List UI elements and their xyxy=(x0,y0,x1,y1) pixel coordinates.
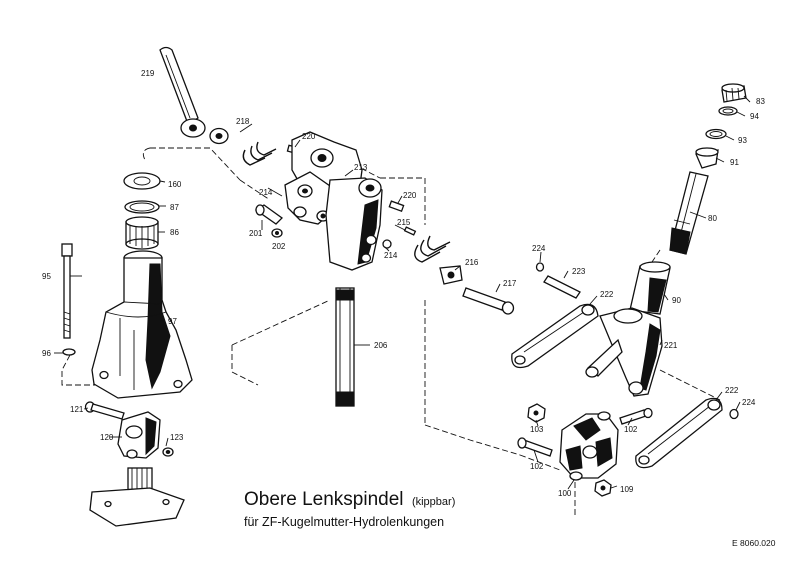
label-220-right: 220 xyxy=(403,191,417,200)
label-216: 216 xyxy=(465,258,479,267)
label-97: 97 xyxy=(168,317,177,326)
label-96: 96 xyxy=(42,349,51,358)
part-222-arm-upper xyxy=(511,303,599,369)
part-201-bolt xyxy=(254,204,283,225)
label-221: 221 xyxy=(664,341,678,350)
label-215: 215 xyxy=(397,218,411,227)
label-121: 121 xyxy=(70,405,84,414)
spring-clip-right xyxy=(414,235,451,263)
label-100: 100 xyxy=(558,489,572,498)
part-220-pin-right xyxy=(388,200,405,213)
part-222-arm-lower xyxy=(635,397,723,469)
part-95-bolt xyxy=(61,243,73,339)
label-222-lower: 222 xyxy=(725,386,739,395)
part-91-bushing xyxy=(695,147,719,169)
part-121-bolt xyxy=(84,401,125,420)
part-217-bolt xyxy=(462,287,515,315)
part-94-ring xyxy=(718,106,738,116)
label-217: 217 xyxy=(503,279,517,288)
title-paren: (kippbar) xyxy=(412,496,455,508)
label-91: 91 xyxy=(730,158,739,167)
leader-lines xyxy=(54,95,751,490)
label-206: 206 xyxy=(374,341,388,350)
label-160: 160 xyxy=(168,180,182,189)
part-221-bracket xyxy=(585,307,663,397)
part-213-housing xyxy=(325,177,392,271)
label-90: 90 xyxy=(672,296,681,305)
part-96-washer xyxy=(62,348,76,356)
label-95: 95 xyxy=(42,272,51,281)
label-222-upper: 222 xyxy=(600,290,614,299)
part-87-ring xyxy=(124,200,160,214)
label-120: 120 xyxy=(100,433,114,442)
part-224-ring-lower xyxy=(729,408,739,420)
part-83-cap xyxy=(721,83,747,103)
part-103-nut xyxy=(527,403,546,423)
part-224-ring-upper xyxy=(535,262,545,272)
part-120-clamp xyxy=(117,411,161,459)
part-160-washer xyxy=(123,172,161,190)
label-103: 103 xyxy=(530,425,544,434)
title-main: Obere Lenkspindel xyxy=(244,489,404,510)
label-86: 86 xyxy=(170,228,179,237)
part-218-washer xyxy=(209,127,229,145)
title-subtitle: für ZF-Kugelmutter-Hydrolenkungen xyxy=(244,515,444,529)
spring-clip-left xyxy=(242,141,277,166)
splined-shaft-end xyxy=(89,467,185,527)
label-214-upper: 214 xyxy=(259,188,273,197)
label-109: 109 xyxy=(620,485,634,494)
part-214-clamp xyxy=(284,171,333,225)
label-201: 201 xyxy=(249,229,263,238)
label-213: 213 xyxy=(354,163,368,172)
part-202-nut xyxy=(271,228,283,238)
label-123: 123 xyxy=(170,433,184,442)
label-223: 223 xyxy=(572,267,586,276)
part-labels: 219 218 220 213 214 220 215 201 202 214 … xyxy=(42,69,765,498)
part-86-bearing xyxy=(125,216,159,250)
label-102-left: 102 xyxy=(530,462,544,471)
label-83: 83 xyxy=(756,97,765,106)
part-80-shaft xyxy=(669,171,709,255)
label-218: 218 xyxy=(236,117,250,126)
drawing-number: E 8060.020 xyxy=(732,538,776,548)
part-123-nut xyxy=(162,447,174,457)
label-94: 94 xyxy=(750,112,759,121)
label-80: 80 xyxy=(708,214,717,223)
label-93: 93 xyxy=(738,136,747,145)
svg-text:Obere Lenkspindel (kippb: Obere Lenkspindel (kippbar) xyxy=(244,489,455,510)
label-214-lower: 214 xyxy=(384,251,398,260)
part-206-spindle xyxy=(335,287,355,407)
part-216-washer xyxy=(439,265,463,285)
label-224-lower: 224 xyxy=(742,398,756,407)
label-219: 219 xyxy=(141,69,155,78)
label-220-upper: 220 xyxy=(302,132,316,141)
part-93-ring xyxy=(705,128,727,140)
part-109-nut xyxy=(594,479,612,497)
label-202: 202 xyxy=(272,242,286,251)
part-215-pin xyxy=(403,226,417,236)
part-219-lever xyxy=(159,46,206,138)
title-block: Obere Lenkspindel (kippbar) für ZF-Kugel… xyxy=(244,489,776,548)
part-90-sleeve xyxy=(629,261,671,315)
label-102-right: 102 xyxy=(624,425,638,434)
label-87: 87 xyxy=(170,203,179,212)
part-102-bolt-right xyxy=(619,407,653,425)
part-223-pin xyxy=(543,275,581,299)
part-97-housing xyxy=(91,250,193,399)
part-100-universal-joint xyxy=(559,411,619,481)
assembly-guide-lines xyxy=(61,147,721,515)
part-102-bolt-left xyxy=(517,437,553,457)
label-224-upper: 224 xyxy=(532,244,546,253)
